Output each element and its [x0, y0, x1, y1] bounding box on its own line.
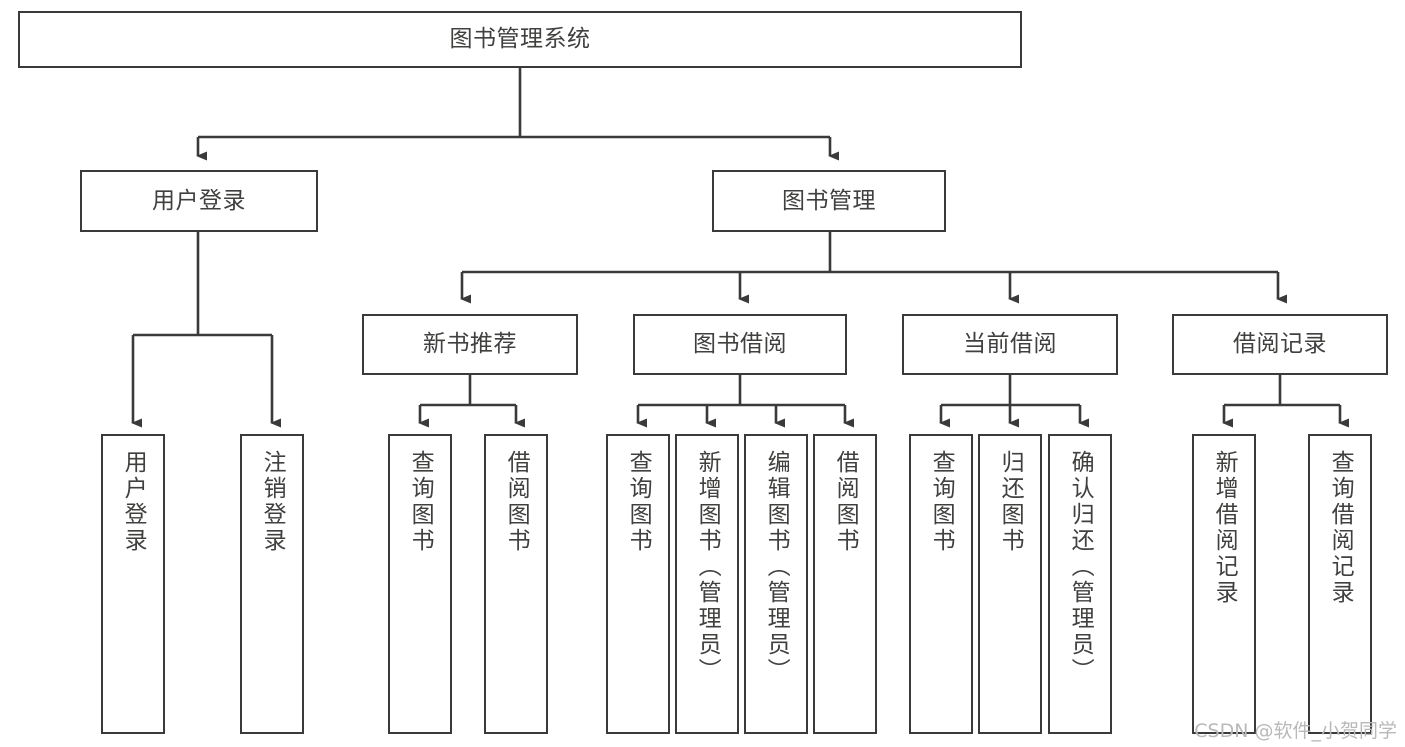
- node-book-management[interactable]: 图书管理: [712, 170, 946, 232]
- node-user-login-label: 用户登录: [152, 187, 246, 214]
- node-current-borrow[interactable]: 当前借阅: [902, 314, 1118, 375]
- node-root-label: 图书管理系统: [449, 26, 591, 53]
- node-leaf-label: 借阅图书: [832, 450, 859, 554]
- node-leaf-current-query[interactable]: 查询图书: [909, 434, 973, 734]
- node-leaf-label: 查询图书: [625, 450, 652, 554]
- node-borrow-record-label: 借阅记录: [1233, 331, 1327, 358]
- node-leaf-user-login-signin[interactable]: 用户登录: [101, 434, 165, 734]
- node-leaf-record-add[interactable]: 新增借阅记录: [1192, 434, 1256, 734]
- node-leaf-label: 查询图书: [928, 450, 955, 554]
- node-current-borrow-label: 当前借阅: [963, 331, 1057, 358]
- node-borrow-record[interactable]: 借阅记录: [1172, 314, 1388, 375]
- node-leaf-label: 用户登录: [120, 450, 147, 554]
- node-root[interactable]: 图书管理系统: [18, 11, 1022, 68]
- node-leaf-label: 查询图书: [407, 450, 434, 554]
- node-leaf-label: 确认归还（管理员）: [1067, 450, 1094, 684]
- node-book-borrow-label: 图书借阅: [693, 331, 787, 358]
- node-leaf-new-book-query[interactable]: 查询图书: [388, 434, 452, 734]
- node-new-book-recommend[interactable]: 新书推荐: [362, 314, 578, 375]
- node-leaf-label: 新增图书（管理员）: [694, 450, 721, 684]
- node-leaf-borrow-query[interactable]: 查询图书: [606, 434, 670, 734]
- node-new-book-recommend-label: 新书推荐: [423, 331, 517, 358]
- node-leaf-label: 查询借阅记录: [1327, 450, 1354, 606]
- node-leaf-label: 注销登录: [259, 450, 286, 554]
- node-leaf-label: 借阅图书: [503, 450, 530, 554]
- node-leaf-borrow-add-book[interactable]: 新增图书（管理员）: [675, 434, 739, 734]
- node-leaf-current-confirm-return[interactable]: 确认归还（管理员）: [1048, 434, 1112, 734]
- node-leaf-current-return[interactable]: 归还图书: [978, 434, 1042, 734]
- node-leaf-label: 新增借阅记录: [1211, 450, 1238, 606]
- node-leaf-label: 归还图书: [997, 450, 1024, 554]
- node-leaf-borrow-borrow-book[interactable]: 借阅图书: [813, 434, 877, 734]
- node-leaf-label: 编辑图书（管理员）: [763, 450, 790, 684]
- node-leaf-new-book-borrow[interactable]: 借阅图书: [484, 434, 548, 734]
- node-book-borrow[interactable]: 图书借阅: [633, 314, 847, 375]
- node-user-login[interactable]: 用户登录: [80, 170, 318, 232]
- node-leaf-borrow-edit-book[interactable]: 编辑图书（管理员）: [744, 434, 808, 734]
- node-book-management-label: 图书管理: [782, 187, 876, 214]
- node-leaf-user-login-signout[interactable]: 注销登录: [240, 434, 304, 734]
- node-leaf-record-query[interactable]: 查询借阅记录: [1308, 434, 1372, 734]
